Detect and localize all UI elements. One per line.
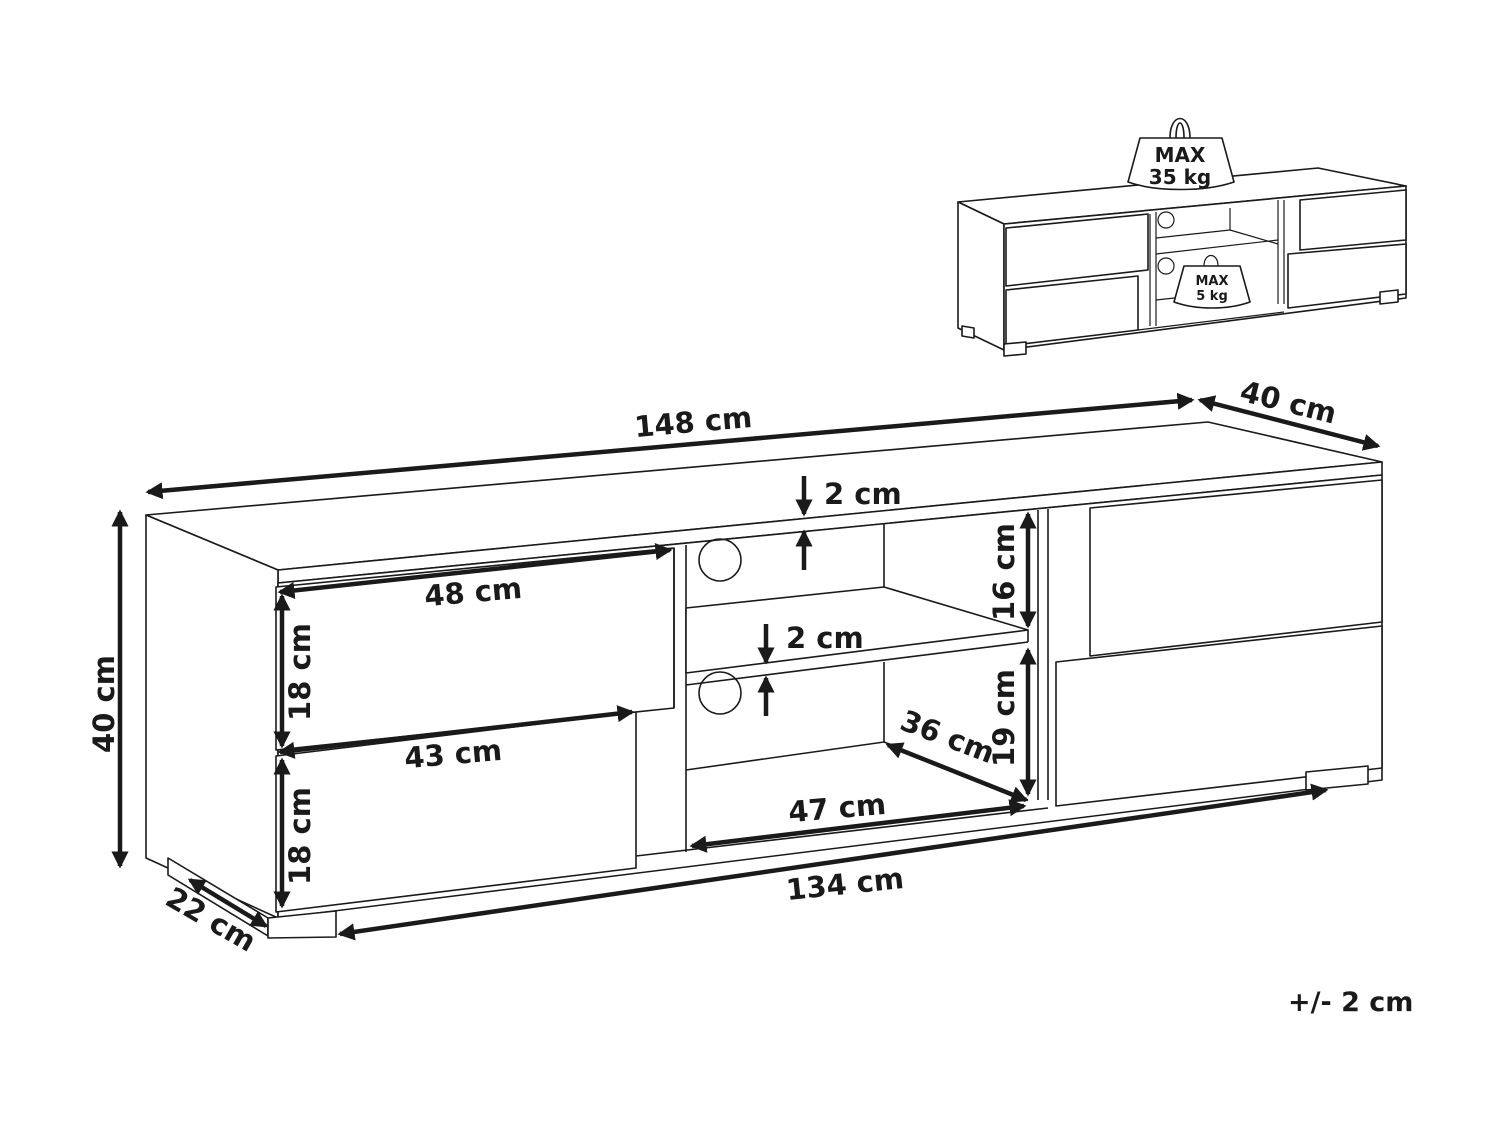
- label-drawer-width: 48 cm: [423, 571, 523, 613]
- label-height: 40 cm: [87, 655, 121, 753]
- weight-icon-5kg: MAX 5 kg: [1173, 254, 1251, 309]
- dimension-lines: [111, 392, 1381, 941]
- dim-line-total-width: [145, 392, 1195, 500]
- small-foot-left: [1003, 341, 1027, 357]
- small-foot-back: [961, 325, 975, 339]
- small-drawer-right-upper: [1299, 189, 1407, 251]
- load-capacity-view: MAX 35 kg MAX 5 kg: [957, 117, 1407, 357]
- cable-hole-upper: [698, 538, 742, 582]
- weight-5kg-label-max: MAX: [1195, 274, 1228, 289]
- label-upper-compartment-height: 16 cm: [987, 523, 1021, 621]
- small-foot-right: [1379, 289, 1399, 305]
- weight-icon-35kg: MAX 35 kg: [1127, 117, 1235, 191]
- small-drawer-left-upper: [1005, 213, 1149, 287]
- label-drawer-lower-height: 18 cm: [283, 787, 317, 885]
- dim-line-base-width: [337, 783, 1329, 941]
- weight-35kg-label-max: MAX: [1155, 143, 1206, 167]
- small-drawer-right-lower: [1287, 243, 1407, 309]
- label-total-width: 148 cm: [633, 400, 754, 444]
- label-lower-compartment-height: 19 cm: [987, 669, 1021, 767]
- cabinet-base-front: [267, 910, 337, 939]
- label-drawer-inner-width: 43 cm: [403, 733, 503, 775]
- label-compartment-width: 47 cm: [787, 787, 887, 829]
- tolerance-note: +/- 2 cm: [1288, 987, 1413, 1018]
- cable-hole-lower: [698, 671, 742, 715]
- cabinet-left-side: [145, 514, 279, 919]
- label-shelf-thickness: 2 cm: [786, 621, 864, 655]
- dim-line-depth: [1197, 395, 1381, 451]
- label-drawer-upper-height: 18 cm: [283, 623, 317, 721]
- drawer-right-lower: [1055, 625, 1383, 807]
- dim-line-drawer-inner-width: [277, 705, 635, 759]
- dim-line-drawer-width: [277, 543, 673, 599]
- drawer-right-upper: [1089, 479, 1383, 657]
- label-top-thickness: 2 cm: [824, 477, 902, 511]
- weight-35kg-label-value: 35 kg: [1149, 165, 1211, 189]
- weight-5kg-label-value: 5 kg: [1196, 289, 1228, 304]
- dim-line-base-depth: [187, 878, 269, 928]
